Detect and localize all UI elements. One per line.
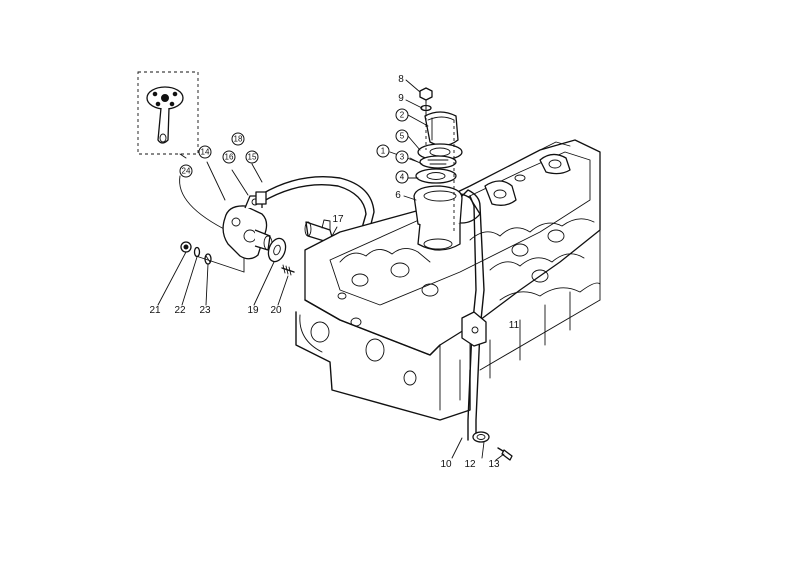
gasket-19	[267, 237, 287, 263]
part-label-17: 17	[332, 214, 344, 225]
part-label-6: 6	[395, 190, 401, 201]
part-label-9: 9	[398, 93, 404, 104]
part-label-24: 24	[179, 164, 193, 178]
nut-21	[180, 241, 192, 253]
washer-22	[193, 246, 201, 258]
part-label-12: 12	[464, 459, 476, 470]
inset-flange-part	[146, 86, 184, 144]
part-label-13: 13	[488, 459, 500, 470]
part-label-20: 20	[270, 305, 282, 316]
part-label-11: 11	[508, 320, 520, 331]
stud-20	[281, 264, 295, 276]
bolt-13	[497, 447, 513, 461]
bypass-hose	[255, 176, 375, 229]
part-label-16: 16	[222, 150, 236, 164]
part-label-18: 18	[231, 132, 245, 146]
inset-box	[137, 71, 199, 155]
part-label-2: 2	[395, 108, 409, 122]
part-label-15: 15	[245, 150, 259, 164]
part-label-8: 8	[398, 74, 404, 85]
part-label-5: 5	[395, 129, 409, 143]
pipe-10	[461, 189, 487, 441]
part-label-3: 3	[395, 150, 409, 164]
part-label-19: 19	[247, 305, 259, 316]
part-label-23: 23	[199, 305, 211, 316]
part-label-14: 14	[198, 145, 212, 159]
thermostat-housing	[222, 195, 273, 260]
part-label-21: 21	[149, 305, 161, 316]
part-label-1: 1	[376, 144, 390, 158]
part-label-4: 4	[395, 170, 409, 184]
part-label-10: 10	[440, 459, 452, 470]
part-label-22: 22	[174, 305, 186, 316]
clamp-12	[472, 431, 490, 443]
water-outlet-stack	[413, 87, 463, 251]
